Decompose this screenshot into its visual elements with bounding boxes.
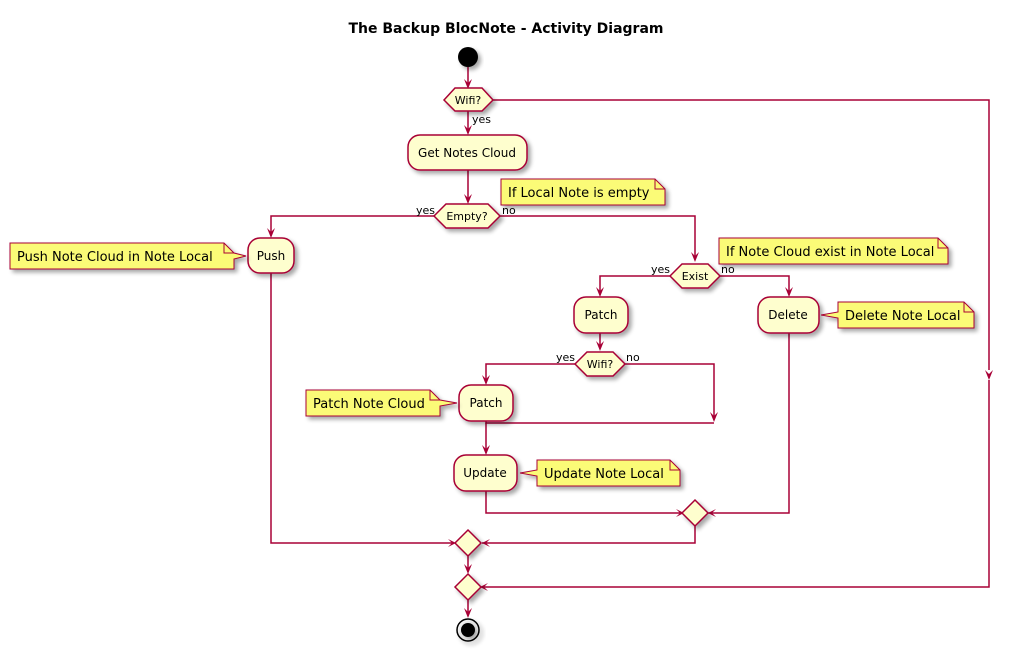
decision-wifi-2 bbox=[573, 351, 627, 377]
merge-diamond-1 bbox=[680, 498, 710, 528]
activity-patch-cloud: Patch bbox=[458, 384, 514, 422]
note-local-empty: If Local Note is empty bbox=[500, 178, 666, 206]
note-update: Update Note Local bbox=[519, 459, 681, 487]
branch-exist-no: no bbox=[721, 263, 735, 276]
activity-delete: Delete bbox=[757, 296, 820, 334]
activity-patch-cloud-label: Patch bbox=[470, 396, 503, 410]
edges bbox=[267, 67, 993, 618]
activity-push: Push bbox=[247, 237, 295, 274]
activity-push-label: Push bbox=[257, 249, 286, 263]
branch-exist-yes: yes bbox=[651, 263, 670, 276]
decision-exist bbox=[668, 263, 722, 289]
diagram-title: The Backup BlocNote - Activity Diagram bbox=[348, 21, 663, 37]
decision-empty-label: Empty? bbox=[446, 210, 487, 223]
note-cloud-exist-text: If Note Cloud exist in Note Local bbox=[726, 245, 934, 260]
branch-empty-yes: yes bbox=[416, 204, 435, 217]
start-node bbox=[458, 47, 478, 67]
decision-empty bbox=[432, 203, 502, 229]
merge-diamond-2 bbox=[453, 528, 483, 558]
note-patch-cloud-text: Patch Note Cloud bbox=[313, 397, 425, 412]
note-patch-cloud: Patch Note Cloud bbox=[305, 389, 458, 417]
branch-empty-no: no bbox=[502, 204, 516, 217]
note-update-text: Update Note Local bbox=[544, 467, 664, 482]
note-push-text: Push Note Cloud in Note Local bbox=[17, 250, 213, 265]
stop-node bbox=[456, 618, 480, 642]
note-cloud-exist: If Note Cloud exist in Note Local bbox=[718, 237, 949, 265]
decision-wifi-1 bbox=[442, 87, 495, 112]
branch-wifi-2-yes: yes bbox=[556, 351, 575, 364]
activity-delete-label: Delete bbox=[768, 308, 807, 322]
decision-exist-label: Exist bbox=[682, 270, 709, 283]
activity-patch-local: Patch bbox=[573, 296, 629, 334]
note-local-empty-text: If Local Note is empty bbox=[508, 186, 650, 201]
note-delete-text: Delete Note Local bbox=[845, 309, 960, 324]
activity-update: Update bbox=[453, 454, 518, 492]
note-delete: Delete Note Local bbox=[820, 301, 975, 329]
activity-patch-local-label: Patch bbox=[585, 308, 618, 322]
activity-update-label: Update bbox=[463, 466, 506, 480]
activity-get-notes-cloud-label: Get Notes Cloud bbox=[418, 146, 516, 160]
decision-wifi-2-label: Wifi? bbox=[587, 358, 614, 371]
note-push: Push Note Cloud in Note Local bbox=[9, 242, 247, 270]
branch-wifi-2-no: no bbox=[626, 351, 640, 364]
activity-get-notes-cloud: Get Notes Cloud bbox=[407, 134, 528, 171]
decision-wifi-1-label: Wifi? bbox=[455, 94, 482, 107]
merge-diamond-3 bbox=[453, 572, 483, 602]
branch-wifi-1-yes: yes bbox=[472, 113, 491, 126]
